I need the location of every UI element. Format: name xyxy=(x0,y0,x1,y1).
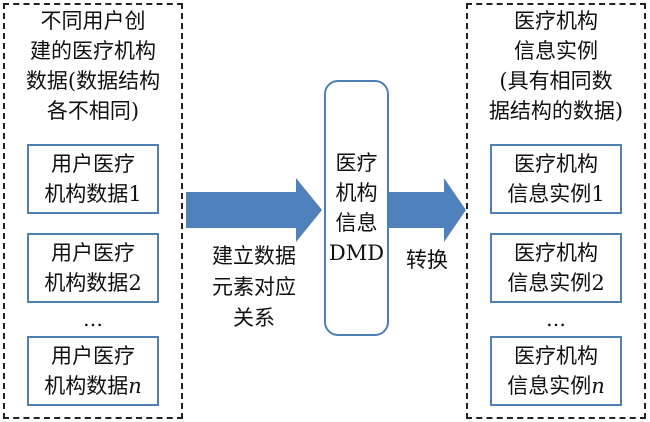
left-item-n-line2: 机构数据n xyxy=(44,374,142,398)
left-title-line-3: 数据(数据结构 xyxy=(25,69,161,93)
dmd-line-4: DMD xyxy=(328,241,385,265)
left-arrow xyxy=(186,178,322,242)
right-item-box-1: 医疗机构 信息实例1 xyxy=(490,144,622,214)
left-item-1-line1: 用户医疗 xyxy=(51,152,135,176)
left-arrow-label-line-1: 建立数据 xyxy=(212,244,296,268)
left-item-box-2: 用户医疗 机构数据2 xyxy=(27,233,159,303)
right-item-2-line2: 信息实例2 xyxy=(507,271,605,295)
right-ellipsis: … xyxy=(546,307,566,331)
left-group-frame xyxy=(3,3,183,419)
left-title-line-4: 各不相同) xyxy=(46,99,140,123)
right-group-title: 医疗机构 信息实例 (具有相同数 据结构的数据) xyxy=(466,6,646,126)
right-item-box-2: 医疗机构 信息实例2 xyxy=(490,233,622,303)
right-item-n-line1: 医疗机构 xyxy=(514,344,598,368)
right-item-n-line2: 信息实例n xyxy=(507,374,605,398)
right-title-line-1: 医疗机构 xyxy=(514,9,598,33)
dmd-line-3: 信息 xyxy=(335,211,378,235)
right-item-2-line1: 医疗机构 xyxy=(514,241,598,265)
left-item-2-line1: 用户医疗 xyxy=(51,241,135,265)
left-item-2-line2: 机构数据2 xyxy=(44,271,142,295)
left-item-box-1: 用户医疗 机构数据1 xyxy=(27,144,159,214)
left-item-box-n: 用户医疗 机构数据n xyxy=(27,336,159,406)
right-item-1-line1: 医疗机构 xyxy=(514,152,598,176)
left-arrow-label-line-3: 关系 xyxy=(233,306,275,330)
dmd-line-2: 机构 xyxy=(335,181,378,205)
right-item-box-n: 医疗机构 信息实例n xyxy=(490,336,622,406)
left-title-line-2: 建的医疗机构 xyxy=(30,39,156,63)
left-item-1-line2: 机构数据1 xyxy=(44,182,142,206)
right-item-1-line2: 信息实例1 xyxy=(507,182,605,206)
left-group-title: 不同用户创 建的医疗机构 数据(数据结构 各不相同) xyxy=(3,6,183,126)
left-ellipsis: … xyxy=(83,307,103,331)
right-title-line-3: (具有相同数 xyxy=(499,69,613,93)
left-arrow-label: 建立数据 元素对应 关系 xyxy=(194,241,314,334)
right-arrow-label: 转换 xyxy=(406,248,448,272)
left-arrow-label-line-2: 元素对应 xyxy=(212,275,296,299)
right-group-frame xyxy=(466,3,646,419)
right-title-line-4: 据结构的数据) xyxy=(488,99,624,123)
right-title-line-2: 信息实例 xyxy=(514,39,598,63)
dmd-line-1: 医疗 xyxy=(335,151,378,175)
right-arrow xyxy=(388,178,466,242)
left-title-line-1: 不同用户创 xyxy=(40,9,146,33)
left-item-n-line1: 用户医疗 xyxy=(51,344,135,368)
dmd-box: 医疗 机构 信息 DMD xyxy=(324,80,389,336)
